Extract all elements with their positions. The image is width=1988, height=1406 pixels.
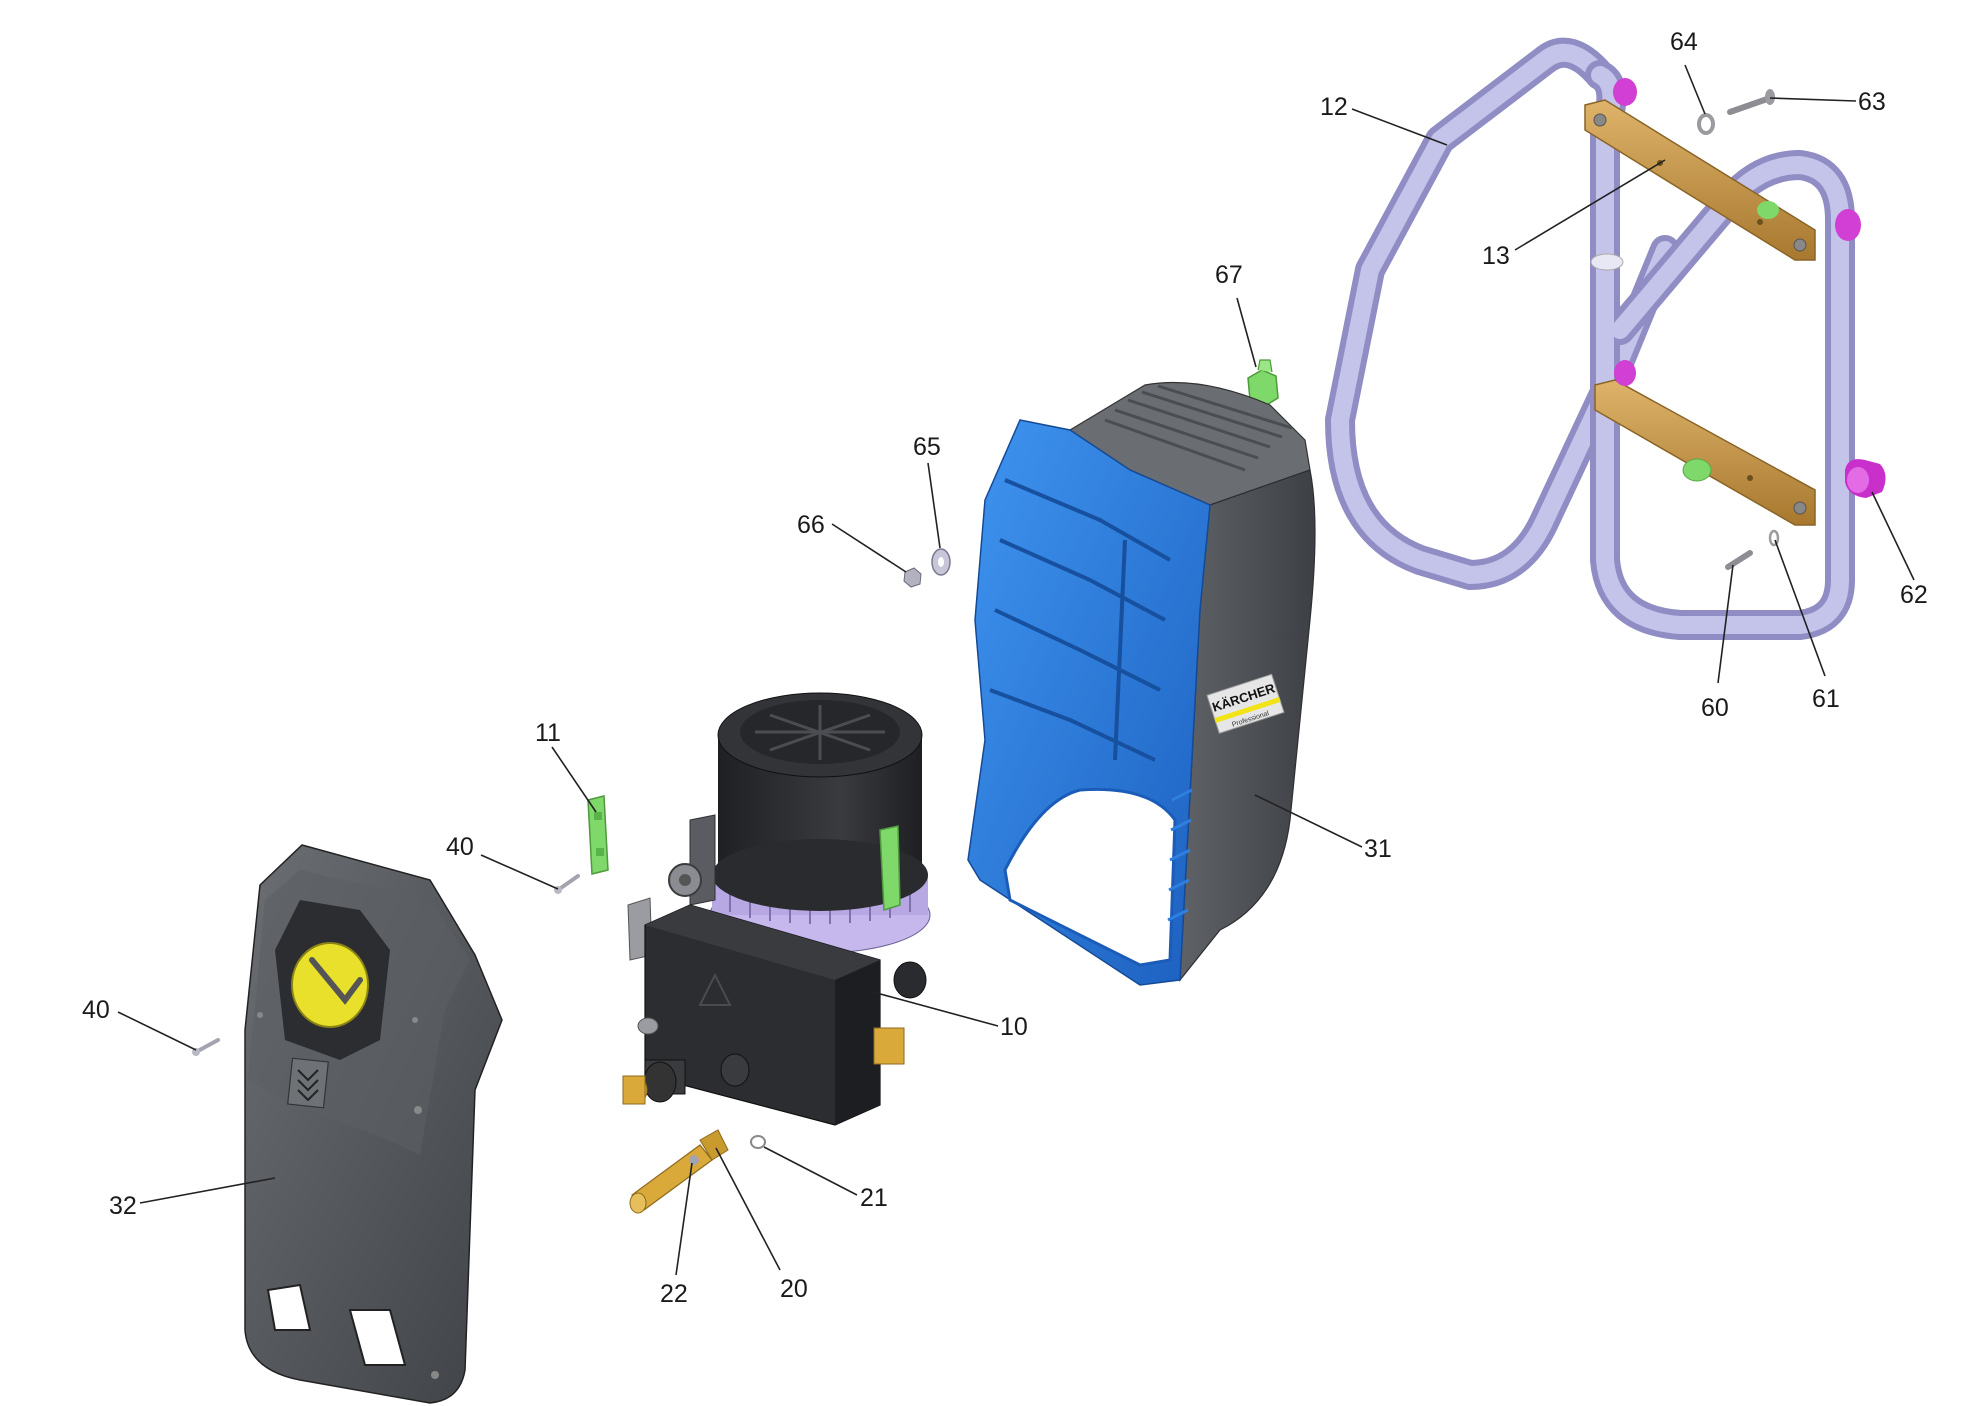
callout-11: 11: [535, 719, 597, 813]
callout-66: 66: [797, 511, 907, 573]
callout-61-label: 61: [1812, 685, 1840, 713]
callout-40b: 40: [82, 996, 197, 1051]
callout-32-label: 32: [109, 1192, 137, 1220]
callout-60: 60: [1701, 564, 1734, 722]
o-ring-21: [750, 1135, 766, 1149]
callout-64: 64: [1670, 28, 1706, 115]
callout-21-label: 21: [860, 1184, 888, 1212]
screw-60: [1725, 550, 1753, 570]
fitting-20-22: [629, 1129, 729, 1214]
end-cap-62: [1845, 459, 1886, 498]
front-cover: [244, 844, 503, 1404]
pin-40-lower: [192, 1038, 220, 1056]
callout-60-label: 60: [1701, 694, 1729, 722]
callout-13-label: 13: [1482, 242, 1510, 270]
callout-31: 31: [1254, 794, 1392, 863]
clip-11: [587, 795, 609, 875]
callout-63: 63: [1769, 88, 1886, 116]
callout-31-label: 31: [1364, 835, 1392, 863]
callout-64-label: 64: [1670, 28, 1698, 56]
callout-13: 13: [1482, 159, 1666, 270]
callout-40a: 40: [446, 833, 559, 890]
washer-61: [1768, 529, 1780, 547]
tube-frame: [1325, 37, 1855, 640]
nut-66: [903, 567, 922, 588]
callout-65-label: 65: [913, 433, 941, 461]
rear-housing: KÄRCHER Professional: [967, 381, 1316, 986]
callout-21: 21: [763, 1146, 888, 1212]
callout-62: 62: [1871, 491, 1928, 609]
callout-20-label: 20: [780, 1275, 808, 1303]
callout-10: 10: [872, 991, 1028, 1041]
washer-64: [1697, 113, 1715, 135]
callout-62-label: 62: [1900, 581, 1928, 609]
callout-67-label: 67: [1215, 261, 1243, 289]
motor-pump-assembly: [622, 692, 931, 1126]
callout-63-label: 63: [1858, 88, 1886, 116]
callout-22: 22: [660, 1162, 693, 1308]
callouts: 64 63 12 13 67 65 66 62: [82, 28, 1928, 1308]
callout-67: 67: [1215, 261, 1257, 368]
callout-12: 12: [1320, 93, 1448, 146]
mounting-bracket-upper: [1584, 99, 1816, 261]
callout-61: 61: [1774, 539, 1840, 713]
frame-caps: [1613, 78, 1861, 482]
mounting-bracket-lower: [1594, 379, 1816, 526]
callout-22-label: 22: [660, 1280, 688, 1308]
callout-40b-label: 40: [82, 996, 110, 1024]
callout-11-label: 11: [535, 719, 561, 747]
callout-40a-label: 40: [446, 833, 474, 861]
washer-65: [931, 548, 951, 576]
callout-32: 32: [109, 1177, 276, 1220]
screw-63: [1727, 89, 1775, 115]
callout-65: 65: [913, 433, 941, 549]
callout-66-label: 66: [797, 511, 825, 539]
callout-12-label: 12: [1320, 93, 1348, 121]
callout-10-label: 10: [1000, 1013, 1028, 1041]
callout-20: 20: [715, 1147, 808, 1303]
pin-40-upper: [554, 874, 580, 894]
